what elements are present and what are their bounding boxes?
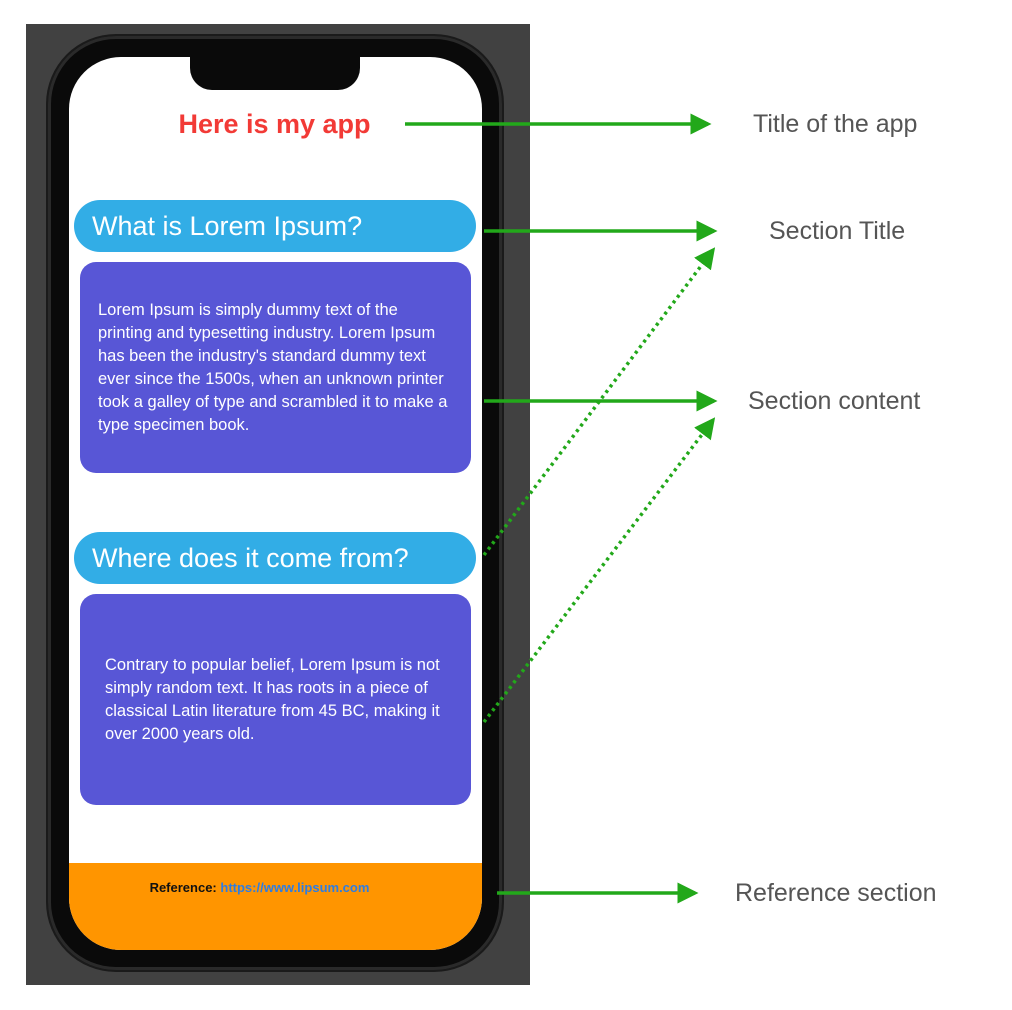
section-content-text: Lorem Ipsum is simply dummy text of the … [98, 300, 448, 434]
phone-screen: Here is my app What is Lorem Ipsum? Lore… [69, 57, 482, 950]
reference-link[interactable]: https://www.lipsum.com [220, 880, 370, 895]
section-content-origin: Contrary to popular belief, Lorem Ipsum … [80, 594, 471, 805]
section-content-lorem-ipsum: Lorem Ipsum is simply dummy text of the … [80, 262, 471, 473]
phone-notch [190, 57, 360, 90]
arrow-section-content-dotted [482, 417, 716, 724]
reference-line: Reference: https://www.lipsum.com [69, 880, 466, 895]
callout-section-title-label: Section Title [769, 217, 906, 245]
section-title-lorem-ipsum: What is Lorem Ipsum? [74, 200, 476, 252]
reference-label: Reference: [149, 880, 217, 895]
arrow-section-title-dotted [482, 247, 716, 557]
section-title-origin: Where does it come from? [74, 532, 476, 584]
section-content-text: Contrary to popular belief, Lorem Ipsum … [105, 655, 440, 743]
app-title: Here is my app [178, 109, 371, 139]
callout-section-content-label: Section content [748, 387, 921, 415]
callout-title-label: Title of the app [753, 110, 918, 138]
callout-reference-label: Reference section [735, 879, 937, 907]
reference-section: Reference: https://www.lipsum.com [69, 863, 482, 950]
